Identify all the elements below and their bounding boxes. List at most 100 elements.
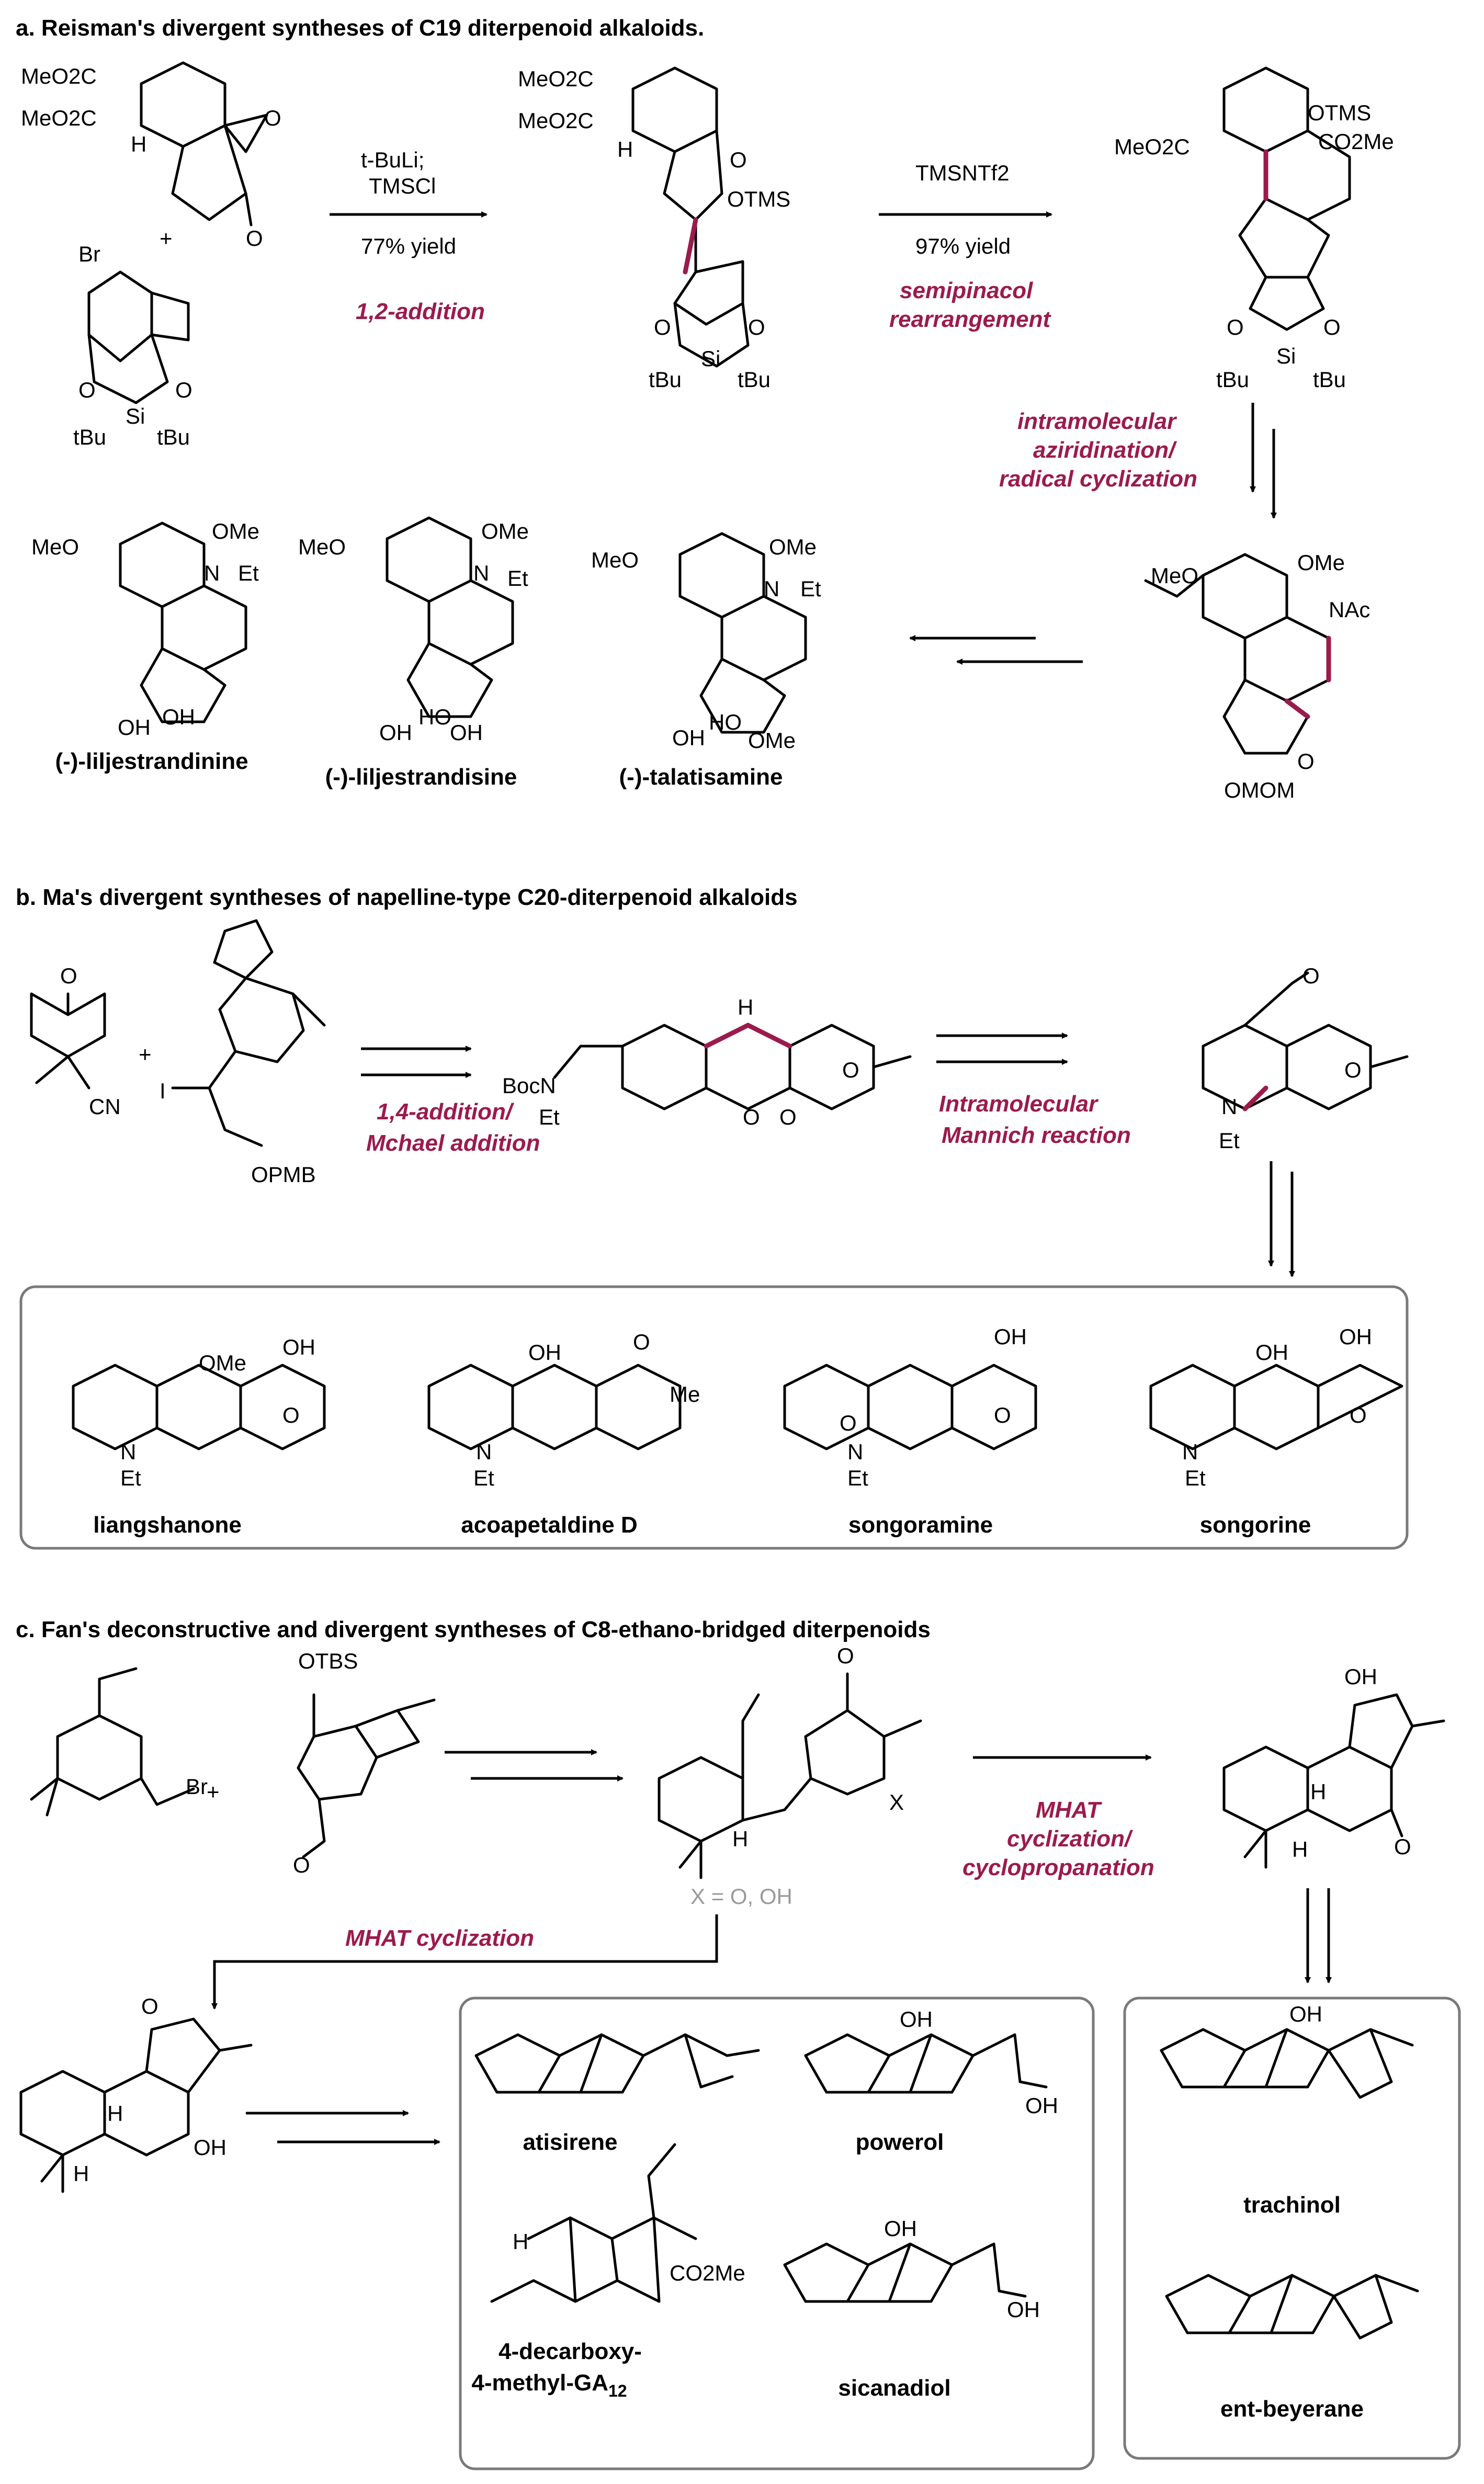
label-1-2-addition: 1,2-addition bbox=[356, 299, 485, 324]
molecule-b-adduct: BocN Et H O O O bbox=[502, 995, 912, 1129]
product-ga12-line2: 4-methyl-GA12 bbox=[471, 2370, 627, 2400]
atom-o-b3: O bbox=[779, 1105, 797, 1129]
highlight-bond-b1 bbox=[704, 1022, 792, 1049]
atom-n-b1: N bbox=[1221, 1094, 1237, 1119]
atom-h-c2: H bbox=[1310, 1779, 1326, 1804]
atom-n-2: N bbox=[473, 561, 489, 585]
atom-ome-3: OMe bbox=[481, 519, 529, 543]
atom-ome-1: OMe bbox=[1297, 550, 1345, 575]
atom-ome-2: OMe bbox=[212, 519, 259, 543]
molecule-a-rearranged: MeO2C OTMS CO2Me O O Si tBu tBu bbox=[1114, 66, 1394, 392]
atom-et-b2: Et bbox=[1219, 1128, 1240, 1153]
atom-et-b3: Et bbox=[120, 1466, 141, 1490]
product-powerol: powerol bbox=[856, 2129, 944, 2155]
atom-o-b10: O bbox=[994, 1403, 1011, 1427]
atom-n-b3: N bbox=[476, 1439, 492, 1464]
label-1-4-addition: 1,4-addition/ bbox=[377, 1099, 515, 1125]
atom-oh-b3: OH bbox=[994, 1324, 1027, 1349]
molecule-talatisamine: MeO OMe N Et OH HO OMe bbox=[591, 532, 821, 753]
atom-oh-c1: OH bbox=[1344, 1664, 1377, 1689]
atom-n-b4: N bbox=[847, 1439, 863, 1464]
highlight-bond-a4 bbox=[1284, 698, 1310, 719]
molecule-c-intermediate: O X H bbox=[658, 1643, 922, 1879]
product-songorine: songorine bbox=[1200, 1512, 1311, 1538]
molecule-songorine: OH OH N Et O bbox=[1149, 1324, 1403, 1490]
atom-otms-1: OTMS bbox=[727, 187, 790, 211]
atom-o-c1: O bbox=[293, 1853, 310, 1877]
molecule-a-intermediate: MeO OMe NAc O OMOM bbox=[1144, 550, 1370, 802]
atom-oh-4: OH bbox=[450, 720, 483, 745]
label-semipinacol: semipinacol bbox=[900, 278, 1033, 303]
atom-h-c5: H bbox=[73, 2161, 89, 2186]
molecule-c-aldehyde: OTBS O bbox=[293, 1649, 436, 1877]
atom-o-b9: O bbox=[840, 1411, 857, 1435]
atom-ome-4: OMe bbox=[769, 535, 817, 559]
atom-n-3: N bbox=[764, 576, 779, 601]
yield-a2: 97% yield bbox=[915, 234, 1011, 258]
reagent-tmscl: TMSCl bbox=[369, 174, 436, 198]
atom-meo-4: MeO bbox=[591, 548, 639, 572]
atom-tbu-6: tBu bbox=[1313, 367, 1346, 392]
atom-otms-2: OTMS bbox=[1308, 100, 1371, 125]
atom-oh-c2: OH bbox=[194, 2135, 226, 2160]
molecule-liljestrandisine: MeO OMe N Et OH HO OH bbox=[298, 516, 529, 745]
atom-meo2c-2: MeO2C bbox=[21, 106, 97, 130]
atom-cn: CN bbox=[89, 1094, 121, 1119]
section-a-title: a. Reisman's divergent syntheses of C19 … bbox=[16, 15, 704, 41]
atom-oh-2: OH bbox=[162, 705, 195, 729]
molecule-trachinol: OH bbox=[1160, 2002, 1414, 2099]
molecule-sicanadiol: OH OH bbox=[783, 2216, 1040, 2322]
atom-et-2: Et bbox=[507, 566, 528, 591]
atom-br-c: Br bbox=[186, 1774, 208, 1799]
atom-oh-c7: OH bbox=[1289, 2002, 1322, 2026]
atom-oh-1: OH bbox=[118, 715, 151, 740]
atom-meo2c-1: MeO2C bbox=[21, 64, 97, 88]
atom-omom: OMOM bbox=[1224, 778, 1295, 802]
yield-a1: 77% yield bbox=[361, 234, 456, 258]
molecule-c-cyclopropane: OH H H O bbox=[1222, 1664, 1445, 1869]
molecule-c-mhat-product: O H H OH bbox=[19, 1994, 253, 2193]
atom-h-c4: H bbox=[107, 2101, 123, 2126]
section-b-title: b. Ma's divergent syntheses of napelline… bbox=[16, 884, 798, 910]
label-cyclopropanation: cyclopropanation bbox=[962, 1855, 1154, 1880]
atom-nac: NAc bbox=[1329, 597, 1370, 622]
product-ga12-subscript: 12 bbox=[608, 2381, 627, 2400]
molecule-songoramine: OH O N Et O bbox=[783, 1324, 1037, 1490]
label-aziridination: aziridination/ bbox=[1033, 437, 1177, 463]
atom-meo2c-4: MeO2C bbox=[518, 108, 594, 133]
molecule-atisirene bbox=[474, 2033, 760, 2094]
molecule-liljestrandinine: MeO OMe N Et OH OH bbox=[31, 519, 259, 740]
molecule-a-ketone: MeO2C MeO2C H O O bbox=[21, 61, 281, 251]
atom-tbu-1: tBu bbox=[73, 425, 106, 449]
product-acoapetaldine: acoapetaldine D bbox=[461, 1512, 637, 1538]
atom-et-1: Et bbox=[238, 561, 259, 585]
molecule-b-iodide: I OPMB bbox=[160, 919, 326, 1187]
atom-o-5: O bbox=[748, 315, 765, 339]
label-cyclization: cyclization/ bbox=[1007, 1826, 1134, 1852]
atom-o-b5: O bbox=[1302, 963, 1320, 988]
atom-o-4: O bbox=[654, 315, 671, 339]
label-rearrangement: rearrangement bbox=[889, 307, 1051, 332]
atom-h: H bbox=[131, 132, 146, 156]
atom-h-c1: H bbox=[732, 1827, 748, 1851]
atom-o-c2: O bbox=[837, 1643, 854, 1668]
atom-oh-b1: OH bbox=[282, 1335, 315, 1359]
atom-i: I bbox=[160, 1079, 166, 1103]
atom-ome-5: OMe bbox=[748, 728, 796, 753]
atom-ho-1: HO bbox=[418, 705, 451, 729]
atom-oh-c5: OH bbox=[884, 2216, 917, 2241]
atom-h-c6: H bbox=[513, 2229, 528, 2254]
molecule-a-bromide: Br O O Si tBu tBu bbox=[73, 242, 192, 449]
product-sicanadiol: sicanadiol bbox=[838, 2375, 950, 2401]
atom-meo-1: MeO bbox=[1151, 563, 1198, 588]
atom-o-epoxide: O bbox=[264, 106, 281, 130]
label-intramolecular-b: Intramolecular bbox=[939, 1091, 1099, 1117]
atom-n-b2: N bbox=[120, 1439, 136, 1464]
atom-oh-b5: OH bbox=[1339, 1324, 1372, 1349]
products-box-b bbox=[19, 1285, 1409, 1550]
product-trachinol: trachinol bbox=[1243, 2192, 1341, 2218]
product-ga12-line1: 4-decarboxy- bbox=[499, 2339, 642, 2364]
atom-meo-3: MeO bbox=[298, 535, 346, 559]
atom-oh-3: OH bbox=[379, 720, 412, 745]
